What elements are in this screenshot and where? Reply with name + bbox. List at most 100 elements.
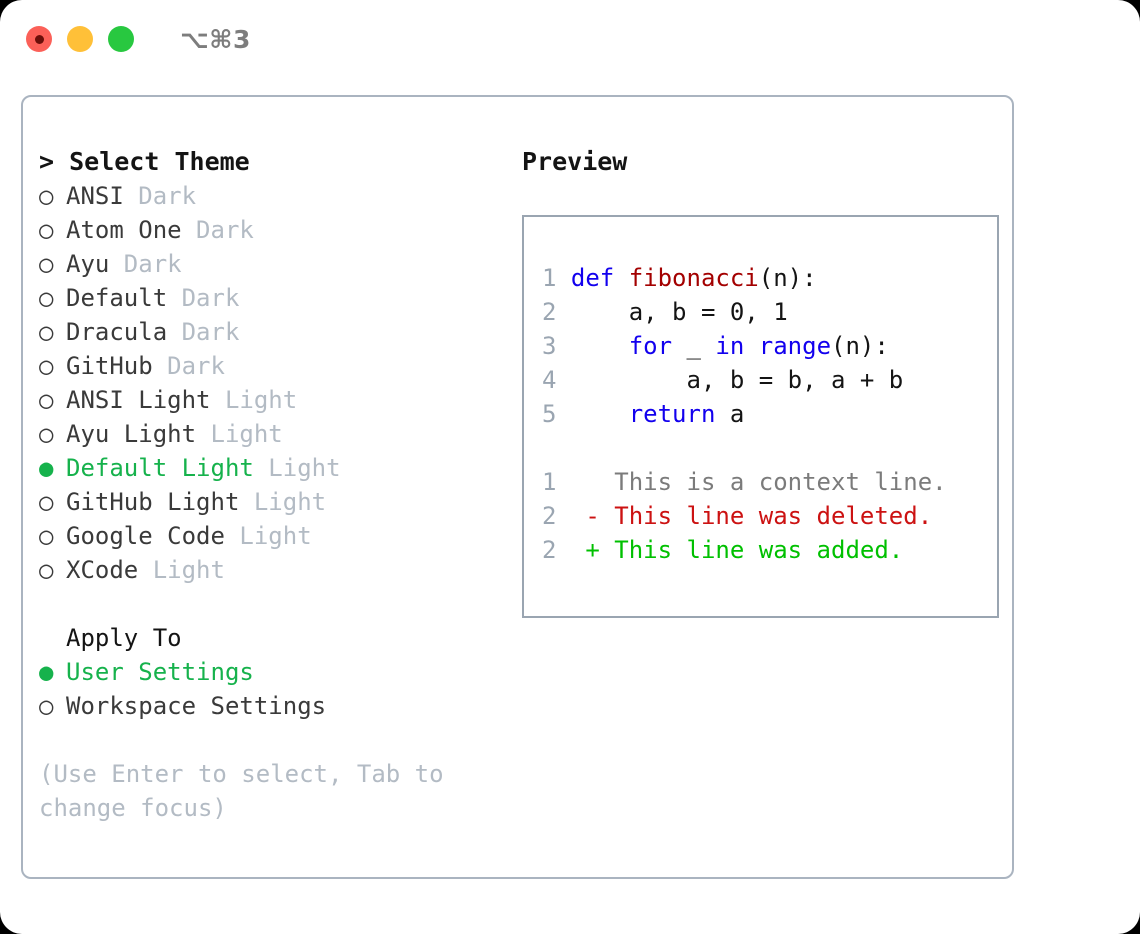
theme-option-label: Atom One [66, 216, 182, 244]
diff-line-number: 2 [542, 502, 571, 530]
radio-unselected-icon[interactable]: ○ [39, 182, 54, 210]
code-token: in range [715, 332, 832, 360]
theme-option-row[interactable]: ○Ayu Light Light [39, 417, 501, 451]
radio-unselected-icon[interactable]: ○ [39, 556, 54, 584]
apply-to-list[interactable]: ● User Settings ○ Workspace Settings [39, 655, 501, 723]
radio-unselected-icon[interactable]: ○ [39, 522, 54, 550]
theme-option-row[interactable]: ○ ANSI Dark [39, 179, 501, 213]
theme-option-label: Default [66, 284, 168, 312]
code-line: 2 a, b = 0, 1 [542, 295, 997, 329]
code-token [571, 400, 629, 428]
theme-option-row[interactable]: ○ XCode Light [39, 553, 501, 587]
code-token [571, 332, 629, 360]
code-line-number: 2 [542, 298, 571, 326]
diff-line-text: + This line was added. [570, 536, 904, 564]
radio-unselected-icon[interactable]: ○ [39, 420, 54, 448]
theme-option-label: ANSI [66, 182, 124, 210]
apply-to-option-label: User Settings [66, 658, 254, 686]
code-line: 5 return a [542, 397, 997, 431]
theme-selector-panel: > Select Theme ○ANSI Dark○Atom One Dark○… [21, 95, 1014, 879]
radio-unselected-icon[interactable]: ○ [39, 352, 54, 380]
diff-line-number: 2 [542, 536, 571, 564]
theme-option-category: Light [138, 556, 225, 584]
preview-heading: Preview [522, 147, 628, 176]
theme-option-category: Light [210, 386, 298, 414]
code-line: 3 for _ in range(n): [542, 329, 997, 363]
radio-unselected-icon[interactable]: ○ [39, 692, 54, 720]
theme-option-category: Light [224, 522, 312, 550]
theme-option-category: Dark [167, 284, 240, 312]
code-line-number: 1 [542, 264, 571, 292]
code-line: 1 def fibonacci(n): [542, 261, 997, 295]
code-token: (n): [831, 332, 889, 360]
preview-column: Preview 1 def fibonacci(n):2 a, b = 0, 1… [501, 145, 1012, 877]
theme-option-row[interactable]: ○ Google Code Light [39, 519, 501, 553]
code-token: fibonacci [628, 264, 759, 292]
radio-unselected-icon[interactable]: ○ [39, 250, 54, 278]
code-token: return [628, 400, 716, 428]
theme-option-label: GitHub Light [66, 488, 240, 516]
radio-selected-icon[interactable]: ● [39, 658, 54, 686]
theme-option-category: Dark [109, 250, 182, 278]
code-token: a [715, 400, 745, 428]
maximize-button[interactable] [108, 26, 134, 52]
diff-line: 2 + This line was added. [542, 533, 997, 567]
apply-to-option-row[interactable]: ○ Workspace Settings [39, 689, 501, 723]
keyboard-hint-text: (Use Enter to select, Tab to change focu… [39, 760, 444, 822]
theme-option-label: XCode [66, 556, 139, 584]
theme-option-label: ANSI Light [66, 386, 211, 414]
theme-option-category: Dark [181, 216, 254, 244]
radio-unselected-icon[interactable]: ○ [39, 488, 54, 516]
radio-selected-icon[interactable]: ● [39, 454, 54, 482]
theme-list[interactable]: ○ ANSI Dark ○ Atom One Dark ○ Ayu Dark ○ Defaul… [39, 179, 501, 587]
code-token: _ [672, 332, 716, 360]
code-token: for [628, 332, 673, 360]
apply-to-option-label: Workspace Settings [66, 692, 327, 720]
code-token: (n): [758, 264, 817, 292]
theme-option-label: Google Code [66, 522, 225, 550]
radio-unselected-icon[interactable]: ○ [39, 386, 54, 414]
theme-option-row[interactable]: ○ GitHub Light Light [39, 485, 501, 519]
apply-to-option-row[interactable]: ● User Settings [39, 655, 501, 689]
radio-unselected-icon[interactable]: ○ [39, 284, 54, 312]
theme-option-category: Light [239, 488, 327, 516]
theme-option-row[interactable]: ○Dracula Dark [39, 315, 501, 349]
theme-option-label: Default Light [66, 454, 254, 482]
theme-option-row[interactable]: ○ ANSI Light Light [39, 383, 501, 417]
theme-option-label: GitHub [66, 352, 153, 380]
code-token: a, b = 0, 1 [570, 298, 788, 326]
theme-option-category: Dark [152, 352, 225, 380]
select-theme-heading: > Select Theme [39, 147, 250, 176]
code-token: a, b = b, a + b [570, 366, 904, 394]
code-spacer [542, 431, 997, 465]
theme-option-label: Ayu [66, 250, 110, 278]
diff-line-text: This is a context line. [570, 468, 947, 496]
close-button[interactable] [26, 26, 52, 52]
theme-option-category: Light [196, 420, 283, 448]
theme-option-row[interactable]: ○ GitHub Dark [39, 349, 501, 383]
theme-option-label: Dracula [66, 318, 168, 346]
diff-line-number: 1 [542, 468, 571, 496]
theme-option-row[interactable]: ●Default Light Light [39, 451, 501, 485]
code-line-number: 5 [542, 400, 571, 428]
code-token: def [570, 264, 629, 292]
apply-to-heading: Apply To [66, 624, 182, 652]
theme-list-column: > Select Theme ○ANSI Dark○Atom One Dark○… [39, 145, 501, 877]
theme-option-row[interactable]: ○ Ayu Dark [39, 247, 501, 281]
diff-line: 2 - This line was deleted. [542, 499, 997, 533]
radio-unselected-icon[interactable]: ○ [39, 318, 54, 346]
theme-option-row[interactable]: ○ Default Dark [39, 281, 501, 315]
code-line: 4 a, b = b, a + b [542, 363, 997, 397]
minimize-button[interactable] [67, 26, 93, 52]
code-line-number: 4 [542, 366, 571, 394]
diff-line: 1 This is a context line. [542, 465, 997, 499]
theme-option-row[interactable]: ○ Atom One Dark [39, 213, 501, 247]
diff-line-text: - This line was deleted. [570, 502, 933, 530]
radio-unselected-icon[interactable]: ○ [39, 216, 54, 244]
theme-option-category: Dark [123, 182, 197, 210]
title-bar: ⌥⌘3 [0, 0, 1140, 78]
keyboard-shortcut-label: ⌥⌘3 [180, 24, 251, 54]
